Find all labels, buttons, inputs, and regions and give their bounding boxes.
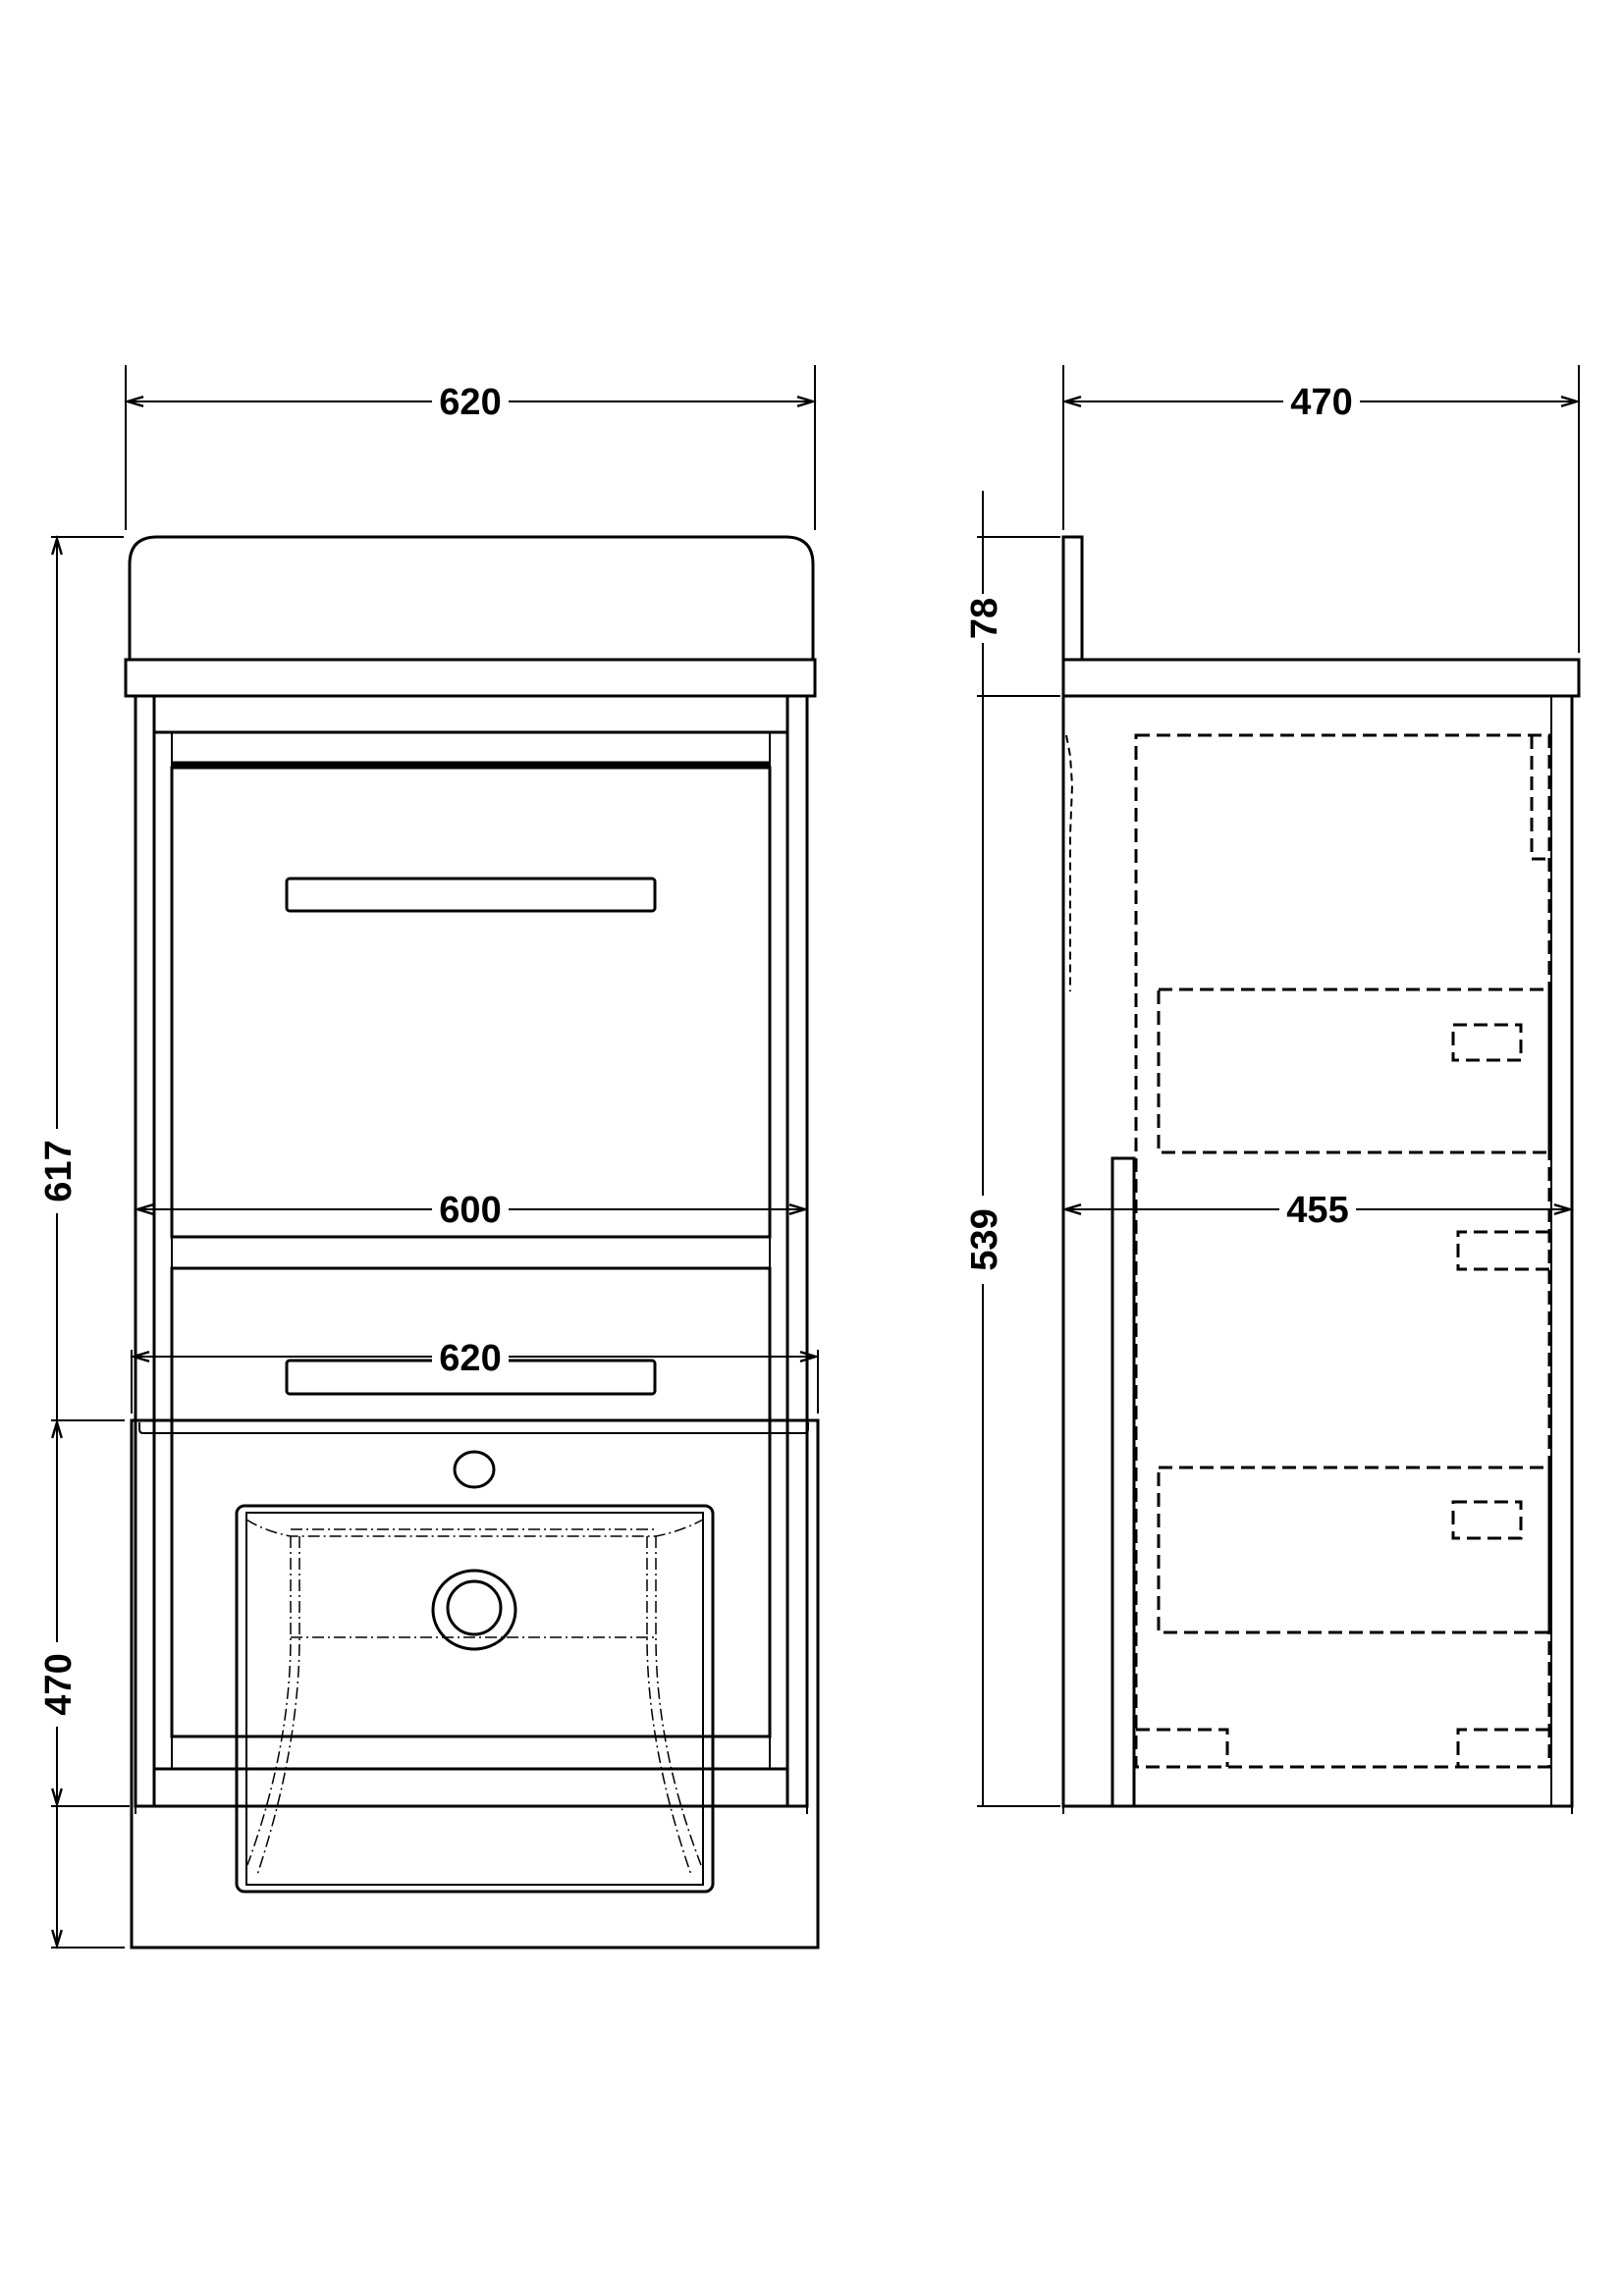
waste-outer (431, 1569, 517, 1651)
basin-outline (130, 1418, 820, 1949)
dim-front-height: 617 (38, 1140, 80, 1201)
bowl-inner (245, 1512, 704, 1886)
drawer-box-top (1157, 988, 1551, 1154)
carcass (1061, 694, 1574, 1808)
side-countertop (1061, 658, 1581, 698)
plan-view: 620 470 (33, 1333, 818, 1948)
dim-front-width-top: 620 (439, 382, 501, 423)
countertop (124, 658, 817, 698)
drawer-bottom (170, 1266, 772, 1738)
tap-hole (453, 1450, 496, 1489)
dim-upstand-height: 78 (964, 598, 1005, 639)
basin-top (128, 535, 815, 660)
drawer-handle-top (285, 877, 657, 913)
dim-side-depth-top: 470 (1290, 382, 1352, 423)
dim-plan-depth: 470 (38, 1653, 80, 1715)
side-view: 470 78 539 455 (962, 365, 1579, 1814)
side-panel (1110, 1156, 1136, 1808)
dim-side-depth-bottom: 455 (1286, 1190, 1348, 1231)
dim-front-width-bottom: 600 (439, 1190, 501, 1231)
bowl-outer (235, 1504, 715, 1894)
drawer-box-bottom (1157, 1466, 1551, 1634)
drawer-top (170, 766, 772, 1239)
front-view: 620 617 600 (33, 365, 815, 1814)
dim-plan-width: 620 (439, 1338, 501, 1379)
dim-cabinet-height: 539 (964, 1208, 1005, 1270)
waste-inner (446, 1579, 503, 1636)
upstand (1061, 535, 1084, 662)
